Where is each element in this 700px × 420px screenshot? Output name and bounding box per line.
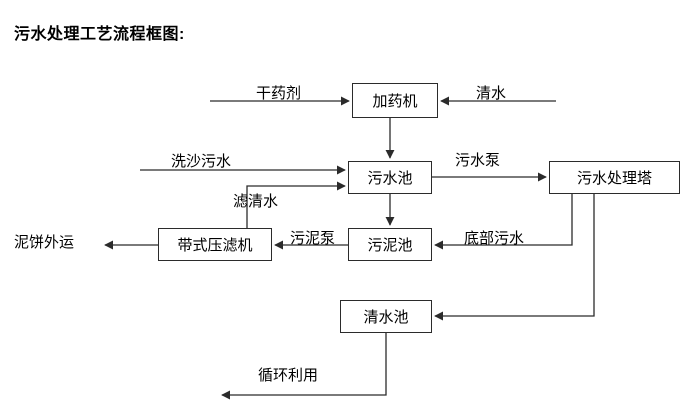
node-belt-filter-press-label: 带式压滤机 <box>177 237 253 254</box>
node-sludge-pool-label: 污泥池 <box>367 237 413 254</box>
label-mud-cake-transport: 泥饼外运 <box>14 234 75 251</box>
node-treatment-tower[interactable]: 污水处理塔 <box>549 161 680 194</box>
node-sewage-pool[interactable]: 污水池 <box>348 161 432 194</box>
label-clean-water-inlet: 清水 <box>476 85 507 102</box>
node-dosing[interactable]: 加药机 <box>352 83 438 118</box>
node-dosing-label: 加药机 <box>372 93 418 110</box>
edge-tower-to-clean-water-pool <box>434 194 595 321</box>
label-dry-agent: 干药剂 <box>256 85 302 102</box>
page-title: 污水处理工艺流程框图: <box>14 26 185 43</box>
edge-tower-bottom-sewage-to-sludge-pool <box>434 194 573 250</box>
node-clean-water-pool-label: 清水池 <box>363 309 409 326</box>
label-sludge-pump: 污泥泵 <box>290 230 336 247</box>
node-clean-water-pool[interactable]: 清水池 <box>340 300 432 333</box>
node-sludge-pool[interactable]: 污泥池 <box>348 228 432 261</box>
edge-clean-water-pool-recycle <box>221 333 387 400</box>
node-treatment-tower-label: 污水处理塔 <box>576 170 652 187</box>
label-sewage-pump: 污水泵 <box>455 152 501 169</box>
label-sand-wash-sewage: 洗沙污水 <box>171 153 232 170</box>
edge-filtrate-to-sewage-pool <box>246 181 346 228</box>
label-filtrate: 滤清水 <box>233 193 279 210</box>
node-sewage-pool-label: 污水池 <box>367 170 413 187</box>
label-recycle-use: 循环利用 <box>258 367 319 384</box>
label-bottom-sewage: 底部污水 <box>464 230 525 247</box>
node-belt-filter-press[interactable]: 带式压滤机 <box>158 228 272 261</box>
